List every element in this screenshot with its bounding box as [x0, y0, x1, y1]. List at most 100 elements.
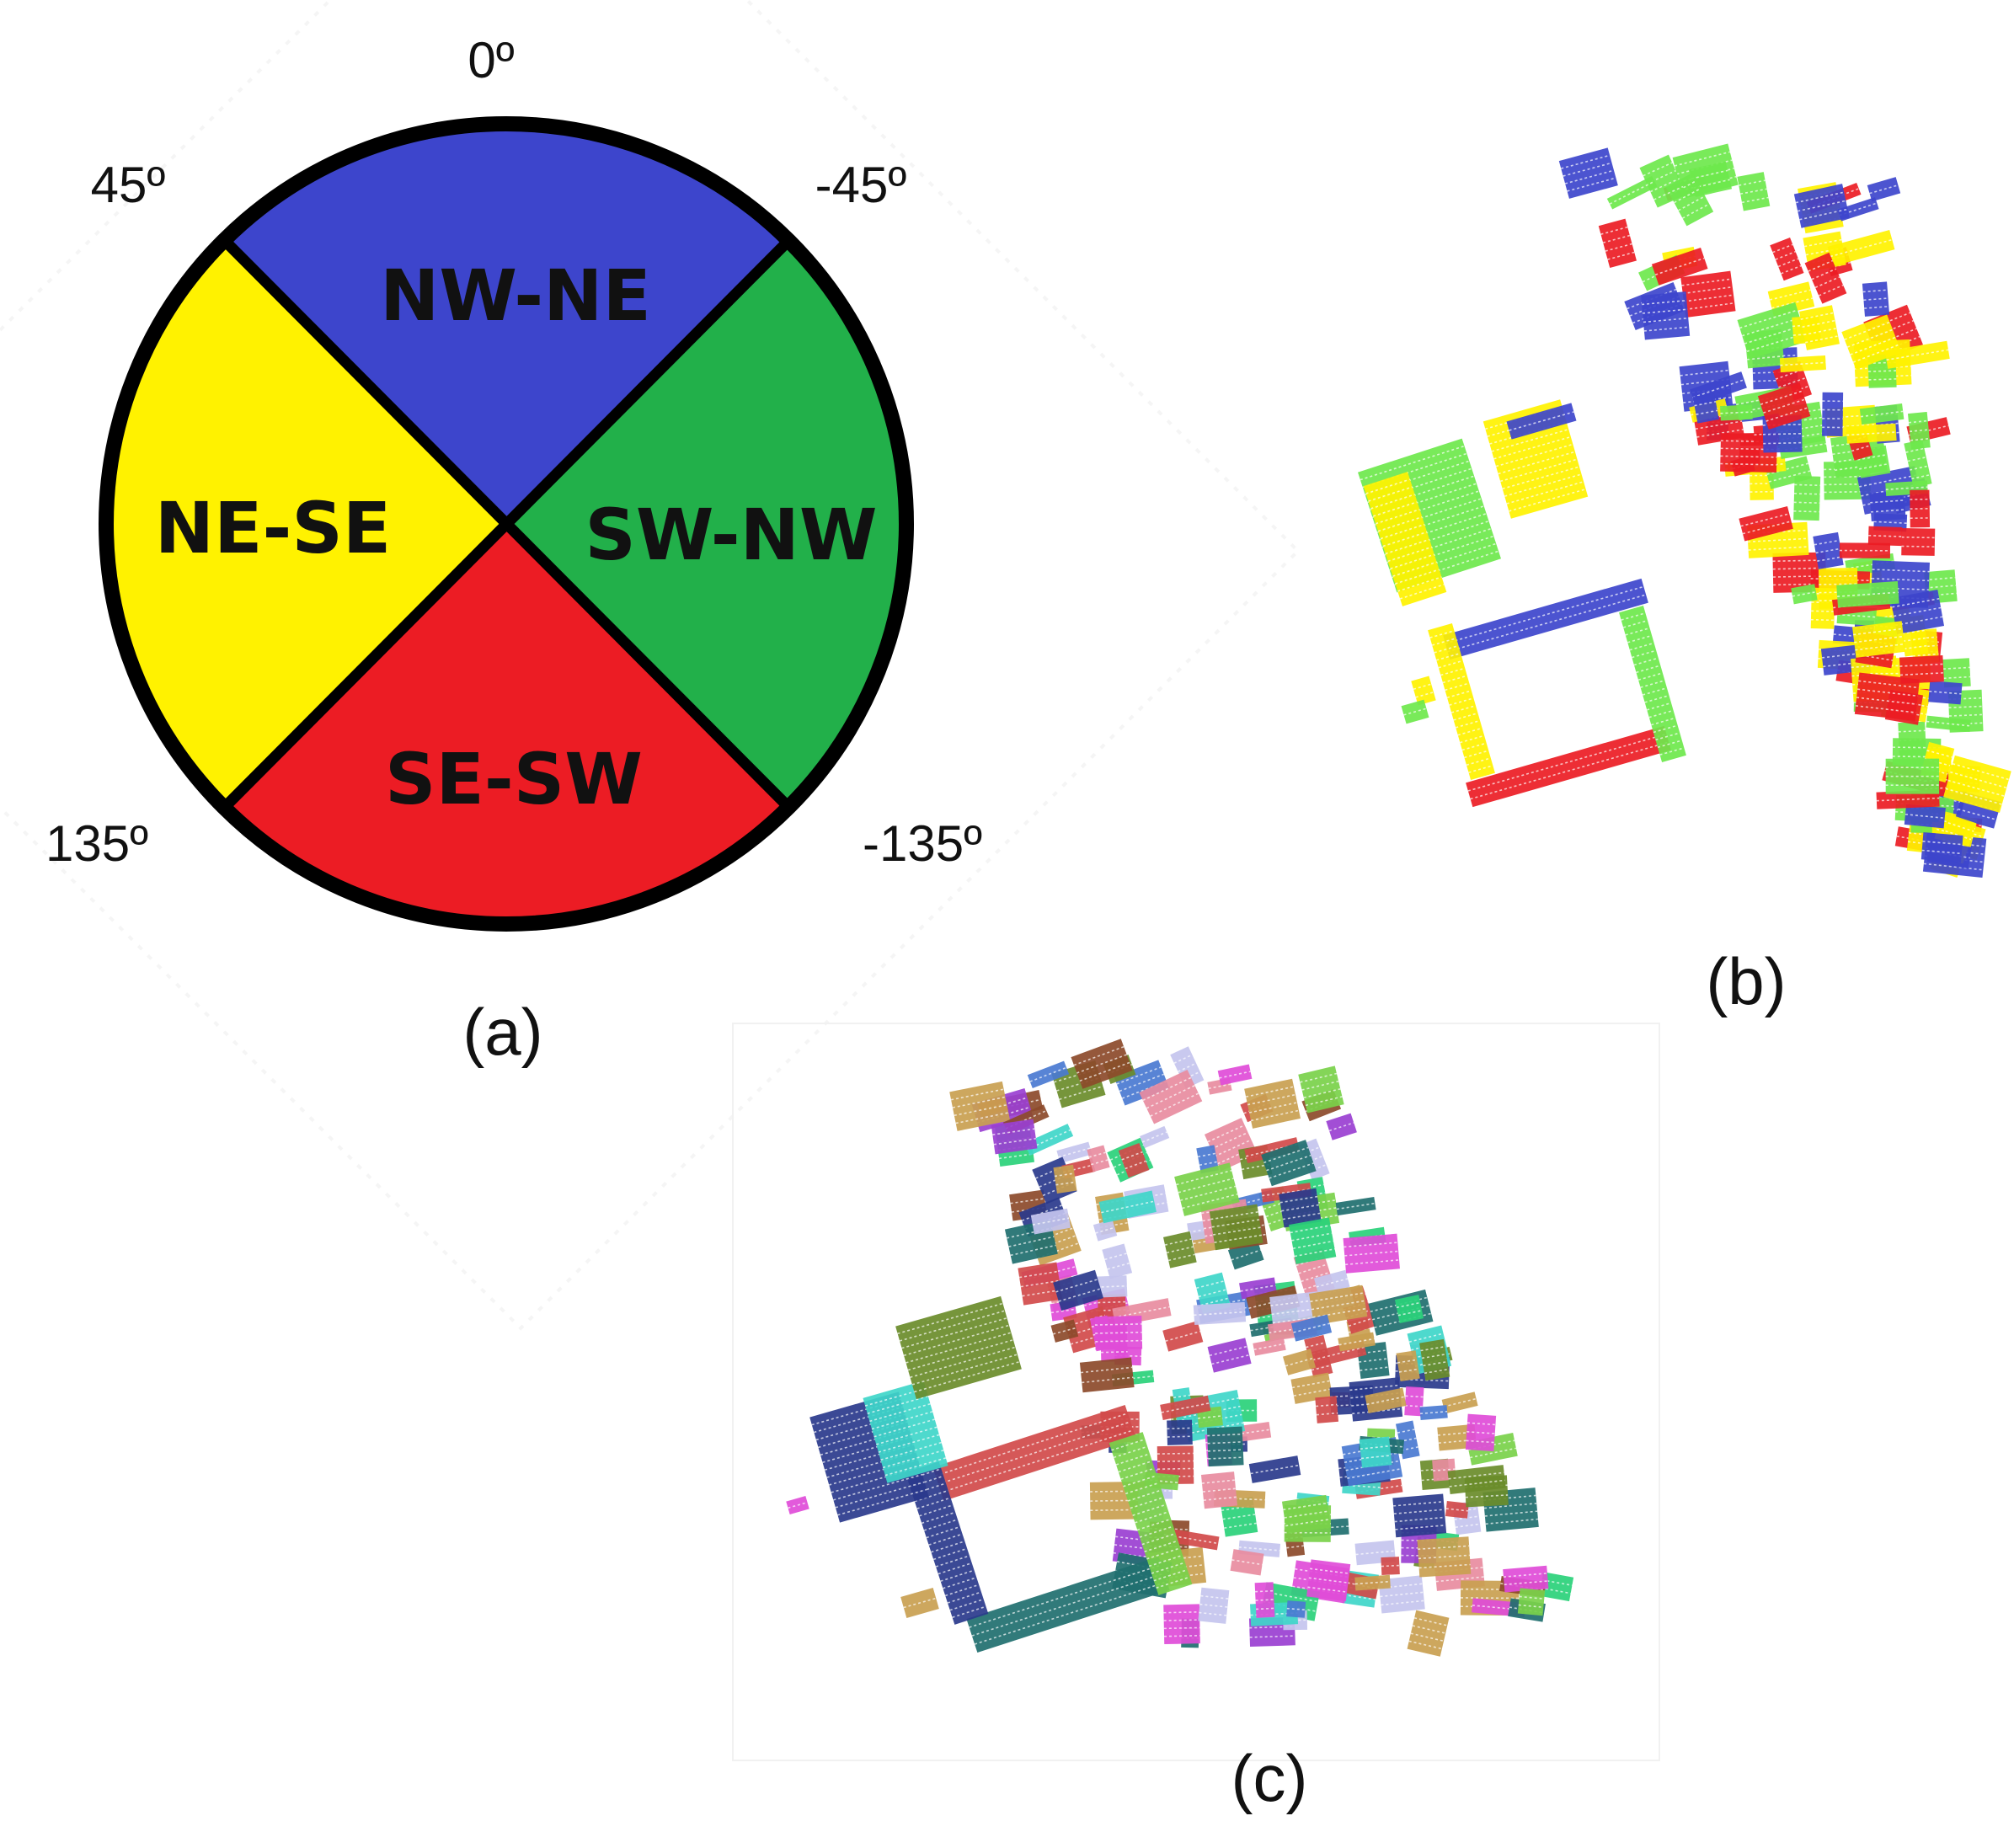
building-segment — [1884, 340, 1950, 369]
building-segment — [1804, 252, 1847, 304]
segment-patch — [1163, 1604, 1200, 1645]
building-segment — [1827, 230, 1895, 267]
courtyard-segment — [966, 1556, 1170, 1653]
building-segment — [1770, 237, 1804, 281]
building-segment — [1793, 475, 1821, 521]
building-segment — [1757, 382, 1811, 430]
building-segment — [1641, 291, 1691, 340]
building-segment — [1680, 270, 1736, 318]
segment-patch — [1465, 1413, 1497, 1452]
orientation-point-cloud: (b) — [1358, 143, 2011, 1018]
segment-patch — [1396, 1350, 1420, 1382]
panel-label-b: (b) — [1706, 944, 1786, 1018]
building-segment — [1928, 681, 1963, 705]
segment-patch — [1254, 1582, 1275, 1618]
segment-patch — [1244, 1078, 1301, 1129]
angle-label-top-right: -45º — [815, 157, 907, 213]
building-segment — [1363, 472, 1447, 606]
segment-patch — [1338, 1332, 1376, 1352]
segment-patch — [1283, 1349, 1317, 1375]
segment-patch — [1207, 1338, 1252, 1373]
sector-label-sw-nw: SW-NW — [585, 494, 877, 576]
building-segment — [1926, 715, 1971, 732]
building-segment — [1506, 403, 1577, 440]
segment-patch — [1286, 1600, 1306, 1618]
courtyard-segment — [1109, 1432, 1193, 1595]
segment-patch — [863, 1381, 948, 1483]
segment-patch — [1092, 1219, 1118, 1242]
divider-line-ne-sw — [222, 238, 792, 810]
segment-patch — [1206, 1426, 1244, 1467]
segment-patch — [1343, 1233, 1400, 1274]
building-segment — [1411, 676, 1436, 706]
segment-patch — [1290, 1372, 1333, 1404]
segment-patch — [1053, 1269, 1103, 1311]
building-segment — [1943, 755, 2011, 813]
segment-patch — [1261, 1140, 1317, 1187]
building-segment — [1651, 247, 1708, 286]
segment-patch — [1306, 1559, 1351, 1602]
building-segment — [1813, 531, 1844, 569]
wheel-outline — [99, 116, 914, 932]
segment-patch — [1193, 1301, 1247, 1326]
angle-label-bottom-left: 135º — [45, 815, 148, 872]
building-segment — [1876, 789, 1940, 809]
panel-c-frame — [732, 1023, 1660, 1761]
segment-patch — [1096, 1275, 1128, 1298]
segment-patch — [1419, 1338, 1450, 1381]
segment-patch — [1160, 1395, 1211, 1420]
segment-patch — [1114, 1060, 1170, 1106]
segment-patch — [1162, 1231, 1197, 1268]
building-segment — [1904, 439, 1932, 488]
segment-patch — [1140, 1125, 1170, 1149]
building-segment — [1739, 505, 1793, 542]
segment-patch — [1335, 1196, 1376, 1216]
segment-patch — [1279, 1188, 1322, 1228]
segment-patch — [1381, 1557, 1400, 1575]
segment-patch — [1162, 1321, 1204, 1352]
building-segment — [1720, 404, 1753, 421]
segment-patch — [949, 1081, 1011, 1131]
segment-patch — [900, 1587, 939, 1619]
building-segment — [1901, 527, 1936, 556]
segment-patch — [1056, 1141, 1092, 1164]
segment-patch — [1407, 1610, 1450, 1657]
segment-patch — [1102, 1243, 1133, 1279]
segment-patch — [1050, 1319, 1079, 1343]
segment-patch — [1027, 1060, 1070, 1088]
segment-patch — [1248, 1455, 1301, 1483]
building-segment — [1558, 147, 1618, 199]
segment-patch — [1196, 1145, 1219, 1174]
sector-se-sw — [223, 524, 789, 924]
segment-patch — [1290, 1314, 1333, 1342]
segment-patch — [1030, 1208, 1071, 1235]
segment-patch — [1298, 1066, 1344, 1114]
building-segment — [1836, 581, 1899, 608]
building-segment — [1907, 411, 1931, 450]
segment-patch — [1194, 1272, 1231, 1314]
segment-patch — [1447, 1465, 1506, 1495]
segment-patch — [1445, 1501, 1469, 1519]
building-segment — [1885, 758, 1940, 794]
sector-label-se-sw: SE-SW — [385, 738, 643, 820]
building-segment — [1904, 804, 1946, 829]
building-segment — [1793, 184, 1850, 228]
building-segment — [1852, 621, 1906, 658]
orientation-wheel: NW-NE SW-NW SE-SW NE-SE 0º 45º -45º 135º… — [0, 0, 1301, 1331]
angle-label-top: 0º — [467, 32, 514, 88]
courtyard-wall — [1466, 725, 1671, 808]
panel-a-frame — [0, 0, 1301, 1331]
segmented-point-cloud: (c) — [732, 1023, 1660, 1815]
segment-patch — [1118, 1142, 1150, 1178]
segment-patch — [1289, 1217, 1337, 1264]
sector-nw-ne — [223, 123, 789, 524]
segment-patch — [786, 1496, 809, 1514]
building-segment — [1692, 393, 1719, 424]
sector-sw-nw — [506, 241, 906, 807]
building-segment — [1846, 423, 1897, 444]
building-segment — [1839, 542, 1891, 558]
segment-patch — [1404, 1386, 1424, 1417]
segment-patch — [1162, 1527, 1220, 1551]
building-segment — [1822, 392, 1844, 436]
segment-patch — [1419, 1405, 1448, 1420]
